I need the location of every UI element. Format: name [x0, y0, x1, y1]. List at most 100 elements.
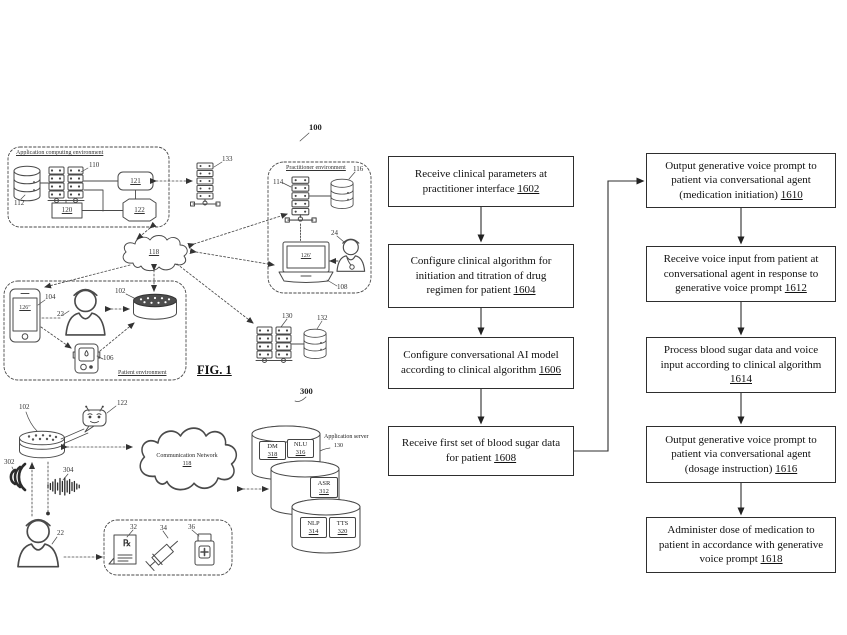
- fig3-dashed-connectors: [29, 444, 269, 560]
- database-icon-116: [330, 178, 354, 210]
- cloud-ref: 118: [182, 460, 192, 467]
- fig1-reference-number: 100: [309, 122, 322, 132]
- glucose-meter-icon-106: [72, 343, 101, 374]
- flow-step-text: Receive clinical parameters at practitio…: [414, 167, 548, 195]
- flow-step-1616: Output generative voice prompt to patien…: [646, 426, 836, 483]
- audio-waveform-icon-304: [47, 477, 80, 496]
- label-36: 36: [188, 523, 195, 531]
- server-rack-icon-110: [47, 166, 85, 203]
- laptop-screen-label: 126′: [300, 253, 312, 259]
- flow-step-text: Configure clinical algorithm for initiat…: [410, 255, 552, 297]
- patient-env-title: Patient environment: [118, 370, 167, 376]
- laptop-icon-108: [278, 241, 334, 283]
- fig1-caption: FIG. 1: [197, 363, 232, 377]
- flow-step-ref: 1610: [780, 188, 803, 201]
- label-304: 304: [63, 466, 74, 474]
- label-106: 106: [103, 354, 114, 362]
- label-133: 133: [222, 155, 233, 163]
- application-server-label: Application server: [324, 434, 369, 440]
- flow-step-text: Process blood sugar data and voice input…: [660, 344, 822, 371]
- label-24: 24: [331, 229, 338, 237]
- module-ref: 314: [308, 527, 319, 535]
- flow-step-ref: 1612: [784, 282, 807, 295]
- application-server-ref: 130: [334, 443, 343, 449]
- clinician-icon-24: [336, 238, 366, 272]
- label-102-fig3: 102: [19, 403, 30, 411]
- flow-step-text: Configure conversational AI model accord…: [400, 349, 559, 376]
- medication-box: [103, 519, 233, 576]
- database-icon-112: [13, 165, 41, 202]
- flow-step-text: Receive voice input from patient at conv…: [663, 253, 819, 295]
- prescription-icon-32: [108, 534, 137, 565]
- label-130: 130: [282, 312, 293, 320]
- module-box-dm: DM 318: [259, 441, 286, 460]
- module-ref: 312: [319, 487, 329, 495]
- label-116: 116: [353, 165, 364, 173]
- sound-waves-icon-302: [9, 462, 27, 492]
- fig1-dashed-connectors: [40, 178, 288, 352]
- flow-step-1606: Configure conversational AI model accord…: [388, 337, 574, 389]
- label-122-fig3: 122: [117, 399, 128, 407]
- flow-step-ref: 1616: [775, 462, 798, 475]
- label-102: 102: [115, 287, 126, 295]
- label-104: 104: [45, 293, 56, 301]
- flowchart-arrows: [477, 177, 745, 516]
- flow-step-ref: 1608: [494, 452, 517, 464]
- practitioner-wires: [300, 195, 339, 264]
- communication-network-label: Communication Network 118: [150, 453, 224, 469]
- smart-speaker-icon-102: [133, 293, 177, 320]
- flow-step-1604: Configure clinical algorithm for initiat…: [388, 244, 574, 308]
- label-22-fig3: 22: [57, 529, 64, 537]
- module-box-122: [122, 198, 157, 222]
- flow-step-1610: Output generative voice prompt to patien…: [646, 153, 836, 208]
- label-118: 118: [148, 247, 160, 256]
- flow-step-1618: Administer dose of medication to patient…: [646, 517, 836, 573]
- smart-speaker-icon-fig3: [19, 430, 65, 459]
- application-env-box: [7, 146, 170, 228]
- chatbot-icon-122: [60, 405, 107, 444]
- module-box-nlu: NLU 316: [287, 439, 314, 458]
- practitioner-env-title: Practitioner environment: [286, 165, 346, 171]
- patient-icon-22: [65, 288, 106, 336]
- app-env-wires: [39, 180, 136, 212]
- module-name: DM: [267, 443, 278, 451]
- flow-step-ref: 1606: [539, 364, 562, 376]
- smartphone-icon-104: [9, 288, 41, 343]
- flow-step-ref: 1618: [760, 553, 783, 566]
- phone-screen-label: 126″: [19, 305, 31, 311]
- module-ref: 320: [337, 527, 348, 535]
- label-120: 120: [61, 206, 73, 214]
- label-34: 34: [160, 524, 167, 532]
- server-rack-icon-114: [284, 176, 317, 223]
- label-108: 108: [337, 283, 348, 291]
- flow-step-text: Receive first set of blood sugar data fo…: [401, 437, 561, 464]
- module-name: NLP: [307, 520, 320, 528]
- flow-step-text: Output generative voice prompt to patien…: [665, 433, 817, 475]
- label-112: 112: [14, 199, 25, 207]
- connector-endpoint-dot: [46, 511, 50, 516]
- label-302: 302: [4, 458, 15, 466]
- flow-step-ref: 1604: [513, 284, 536, 297]
- module-name: ASR: [317, 480, 331, 488]
- flow-step-text: Administer dose of medication to patient…: [658, 524, 824, 566]
- medicine-bottle-icon-36: [194, 533, 215, 566]
- flow-step-1614: Process blood sugar data and voice input…: [646, 337, 836, 393]
- flow-step-ref: 1614: [730, 373, 752, 386]
- server-rack-icon-133: [190, 162, 221, 207]
- database-icon-132: [303, 328, 327, 360]
- module-box-asr: ASR 312: [310, 477, 338, 498]
- label-110: 110: [89, 161, 100, 169]
- flow-step-1602: Receive clinical parameters at practitio…: [388, 156, 574, 207]
- label-121: 121: [130, 176, 141, 185]
- practitioner-env-box: [267, 161, 372, 294]
- label-32: 32: [130, 523, 137, 531]
- application-env-title: Application computing environment: [16, 150, 104, 156]
- flow-step-ref: 1602: [517, 182, 540, 195]
- module-name: NLU: [293, 441, 308, 449]
- module-name: TTS: [336, 520, 349, 528]
- label-22: 22: [57, 310, 64, 318]
- patient-env-box: [3, 280, 187, 381]
- module-box-nlp: NLP 314: [300, 517, 327, 538]
- flow-step-text: Output generative voice prompt to patien…: [665, 159, 817, 201]
